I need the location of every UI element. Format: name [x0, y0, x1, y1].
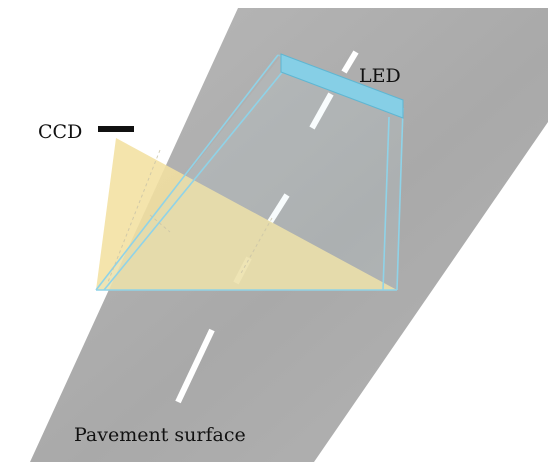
beam-edge — [103, 69, 285, 291]
led-label: LED — [359, 65, 401, 87]
lane-dash — [341, 50, 359, 74]
ccd-sensor — [98, 126, 134, 132]
led-illumination-area — [96, 56, 403, 290]
ccd-label: CCD — [38, 121, 82, 143]
pavement-surface-label: Pavement surface — [74, 424, 246, 446]
lane-dash — [309, 92, 334, 130]
led-bar — [280, 53, 404, 119]
ccd-field-of-view — [96, 138, 397, 290]
beam-edge — [396, 107, 404, 291]
hidden-edges — [107, 149, 273, 283]
beam-edge — [382, 116, 390, 291]
beam-edge — [95, 54, 279, 291]
lane-dash — [175, 328, 215, 404]
lane-dash — [267, 193, 290, 224]
